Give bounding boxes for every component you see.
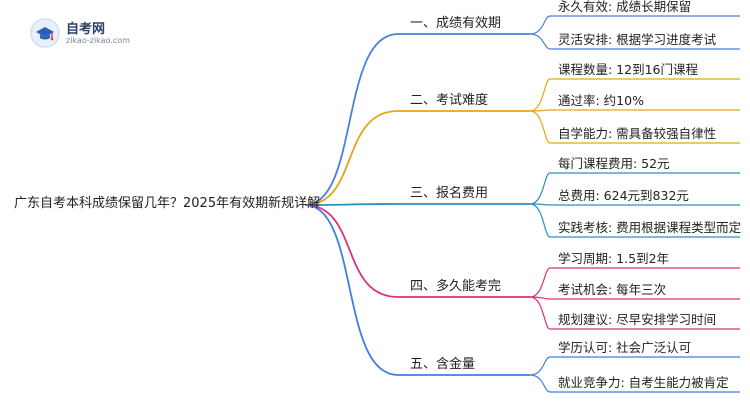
branch-to-leaf-link [529,203,551,238]
leaf-label: 永久有效: 成绩长期保留 [558,0,692,14]
logo-subtitle: zikao-zikao.com [66,36,130,45]
branch-to-leaf-link [529,374,551,393]
leaf-label: 每门课程费用: 52元 [558,156,670,171]
root-to-branch-link [304,203,399,206]
root-to-branch-link [304,204,399,298]
branch-label: 一、成绩有效期 [410,16,502,31]
mindmap-root: 广东自考本科成绩保留几年？2025年有效期新规详解 [14,196,321,211]
logo-title: 自考网 [66,22,106,37]
leaf-label: 灵活安排: 根据学习进度考试 [558,32,717,47]
branch-label: 五、含金量 [410,357,476,372]
branch-to-leaf-link [529,33,551,50]
leaf-label: 学习周期: 1.5到2年 [558,251,670,266]
leaf-label: 课程数量: 12到16门课程 [558,62,698,77]
branch-to-leaf-link [529,356,551,376]
branch-label: 二、考试难度 [410,93,489,108]
branch-to-leaf-link [529,172,551,205]
branch-to-leaf-link [529,296,551,330]
branch-to-leaf-link [529,78,551,112]
leaf-label: 总费用: 624元到832元 [558,188,689,203]
leaf-label: 实践考核: 费用根据课程类型而定 [558,220,742,235]
branch-to-leaf-link [529,267,551,298]
branch-to-leaf-link [529,15,551,35]
leaf-label: 考试机会: 每年三次 [558,282,667,297]
root-to-branch-link [304,110,399,206]
site-logo[interactable]: 自考网 zikao-zikao.com [30,14,180,54]
branch-label: 三、报名费用 [410,186,489,201]
root-to-branch-link [304,33,399,206]
leaf-label: 通过率: 约10% [558,93,644,108]
root-to-branch-link [304,204,399,376]
leaf-label: 自学能力: 需具备较强自律性 [558,126,717,141]
graduation-cap-icon [30,18,60,48]
branch-to-leaf-link [529,110,551,144]
leaf-label: 学历认可: 社会广泛认可 [558,340,692,355]
leaf-label: 规划建议: 尽早安排学习时间 [558,312,717,327]
branch-label: 四、多久能考完 [410,279,502,294]
leaf-label: 就业竞争力: 自考生能力被肯定 [558,375,729,390]
